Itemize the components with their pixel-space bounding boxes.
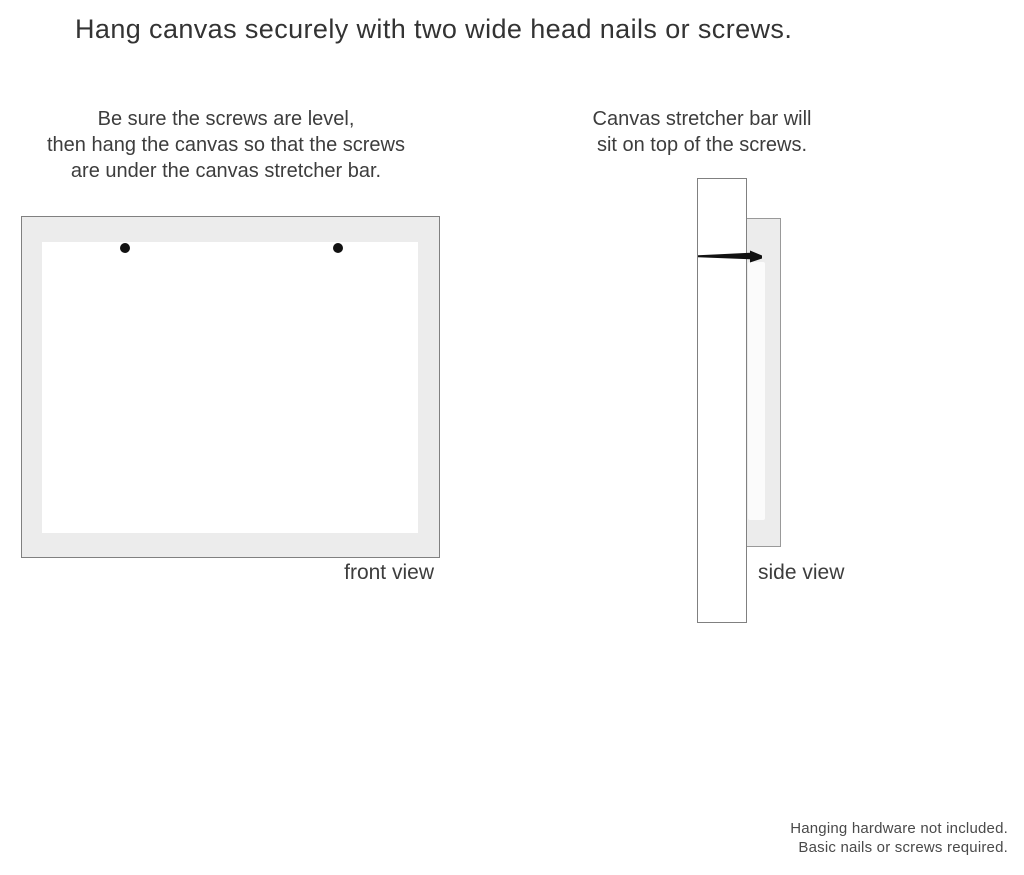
front-view-canvas <box>21 216 440 558</box>
side-view-canvas-inner <box>748 262 765 520</box>
footer-note: Hanging hardware not included. Basic nai… <box>700 819 1008 857</box>
nail-side-icon <box>697 247 765 265</box>
instruction-left-line1: Be sure the screws are level, <box>97 108 355 130</box>
side-view-label: side view <box>758 561 845 584</box>
nail-head-right-icon <box>333 243 343 253</box>
footer-note-line1: Hanging hardware not included. <box>790 820 1008 837</box>
front-view-label: front view <box>344 561 434 584</box>
side-view-stretcher-bar <box>697 178 747 623</box>
front-view-canvas-face <box>42 242 418 533</box>
instruction-right: Canvas stretcher bar will sit on top of … <box>560 106 844 158</box>
nail-head-left-icon <box>120 243 130 253</box>
instruction-left-line3: are under the canvas stretcher bar. <box>70 160 382 182</box>
instruction-right-line1: Canvas stretcher bar will <box>592 108 812 130</box>
instruction-right-line2: sit on top of the screws. <box>596 134 808 156</box>
instruction-left-line2: then hang the canvas so that the screws <box>47 134 405 156</box>
footer-note-line2: Basic nails or screws required. <box>798 839 1008 856</box>
instruction-left: Be sure the screws are level, then hang … <box>30 106 422 184</box>
page-title: Hang canvas securely with two wide head … <box>75 14 793 44</box>
